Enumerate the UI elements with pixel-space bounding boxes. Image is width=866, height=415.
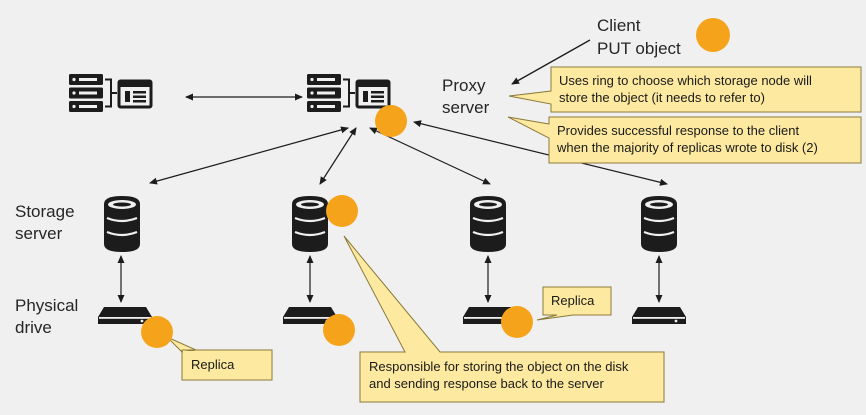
client-put-object-label: Client PUT object [597, 16, 681, 58]
storage-server-label: Storage server [15, 202, 75, 243]
proxy-to-storage-4-arrow [413, 120, 668, 186]
object-dots [141, 18, 730, 348]
callout-responsible-text: Responsible for storing the object on th… [369, 359, 629, 391]
drive-1-object-dot [141, 316, 173, 348]
drive-1-icon [98, 307, 152, 324]
callout-responsible [343, 235, 665, 403]
callout-replica-left [166, 336, 273, 381]
arrows [117, 39, 668, 303]
drive-3-object-dot [501, 306, 533, 338]
drive-4-icon [632, 307, 686, 324]
drive-2-object-dot [323, 314, 355, 346]
client-object-dot [696, 18, 730, 52]
callout-response [507, 116, 862, 164]
callout-ring-text: Uses ring to choose which storage node w… [559, 73, 812, 105]
storage-node-3-icon [468, 194, 508, 254]
storage-node-4-icon [639, 194, 679, 254]
callout-replica-right [536, 286, 612, 321]
proxy-object-dot [375, 105, 407, 137]
physical-drive-label: Physical drive [15, 296, 79, 337]
proxy-to-storage-2-arrow [319, 127, 357, 185]
peer-proxy-node-icon [67, 72, 153, 114]
proxy-to-storage-1-arrow [149, 126, 349, 185]
storage-node-2-icon [290, 194, 330, 254]
replica-left-label: Replica [191, 357, 235, 372]
callout-ring [508, 66, 862, 113]
client-to-proxy-arrow [511, 39, 591, 85]
proxy-node-icon [305, 72, 391, 114]
callout-response-text: Provides successful response to the clie… [557, 123, 818, 155]
replica-right-label: Replica [551, 293, 595, 308]
proxy-server-label: Proxy server [442, 76, 490, 117]
storage-node-1-icon [102, 194, 142, 254]
storage-2-object-dot [326, 195, 358, 227]
